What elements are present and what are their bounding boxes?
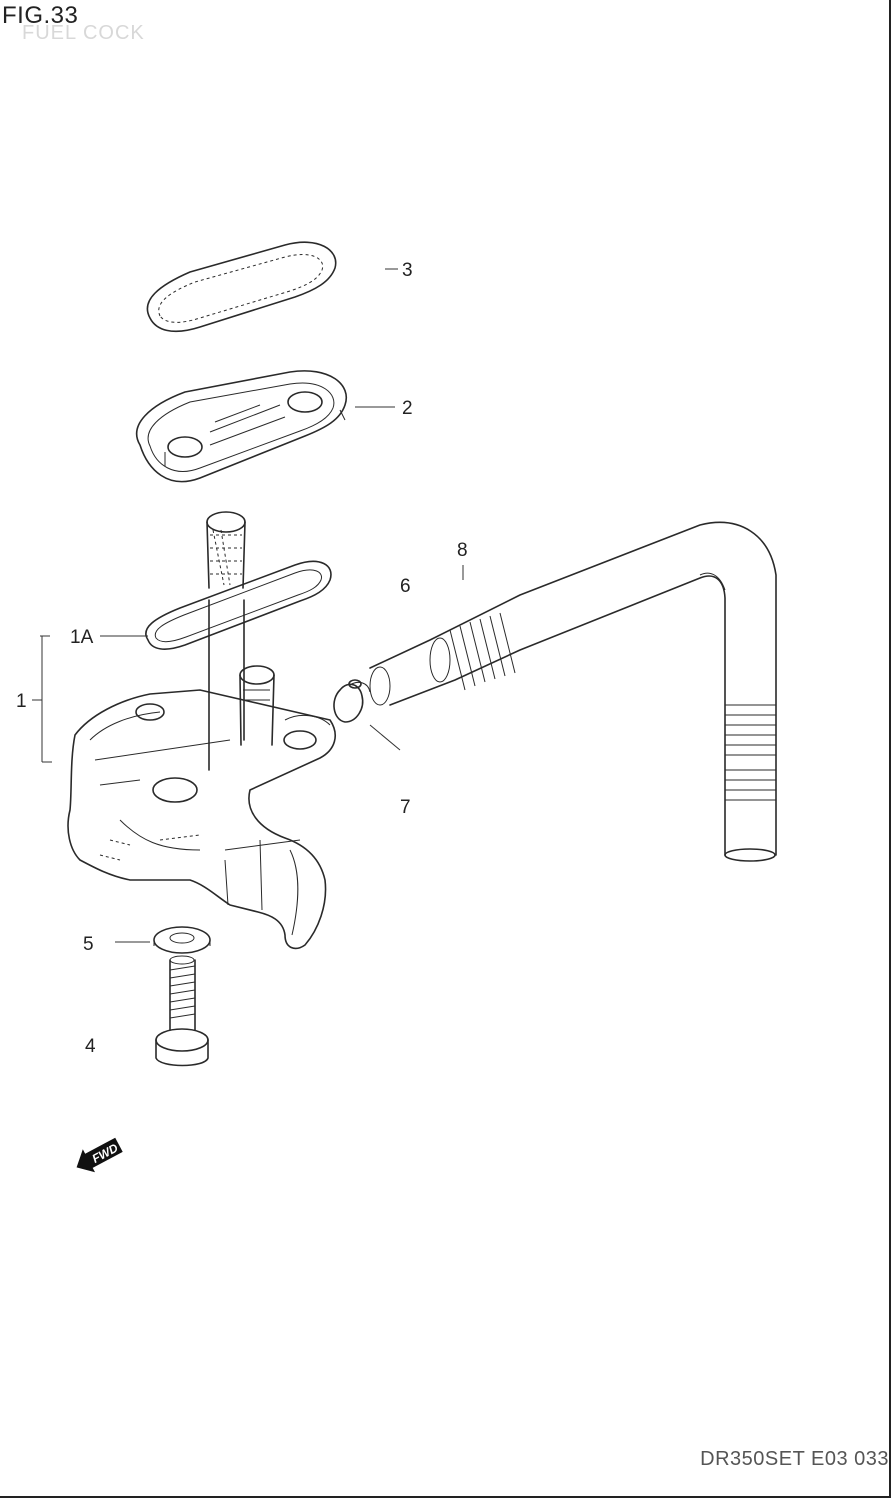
leader-lines bbox=[32, 268, 464, 943]
part-screw bbox=[155, 955, 209, 1067]
figure-title: FIG.33 bbox=[2, 2, 79, 29]
part-filter-plate bbox=[135, 370, 348, 483]
part-washer bbox=[153, 926, 211, 954]
part-fuel-hose bbox=[369, 521, 777, 862]
callout-8: 8 bbox=[457, 540, 468, 561]
callout-5: 5 bbox=[83, 934, 94, 955]
callout-3: 3 bbox=[402, 260, 413, 281]
fwd-arrow-icon: FWD bbox=[76, 1137, 123, 1173]
part-hose-clamp bbox=[333, 679, 371, 723]
footer-code: DR350SET E03 033 bbox=[700, 1448, 889, 1470]
figure-subtitle: FUEL COCK bbox=[22, 22, 145, 44]
callout-2: 2 bbox=[402, 398, 413, 419]
callout-1a: 1A bbox=[70, 627, 94, 648]
part-long-o-ring bbox=[145, 560, 332, 650]
part-screen-filter bbox=[206, 511, 246, 589]
callout-1: 1 bbox=[16, 691, 27, 712]
callout-6: 6 bbox=[400, 576, 411, 597]
part-gasket-ring bbox=[146, 241, 337, 333]
part-fuel-cock-body bbox=[67, 599, 336, 950]
callout-7: 7 bbox=[400, 797, 411, 818]
callout-labels: 3 2 8 6 1A 1 7 5 4 bbox=[16, 260, 468, 1057]
callout-4: 4 bbox=[85, 1036, 96, 1057]
